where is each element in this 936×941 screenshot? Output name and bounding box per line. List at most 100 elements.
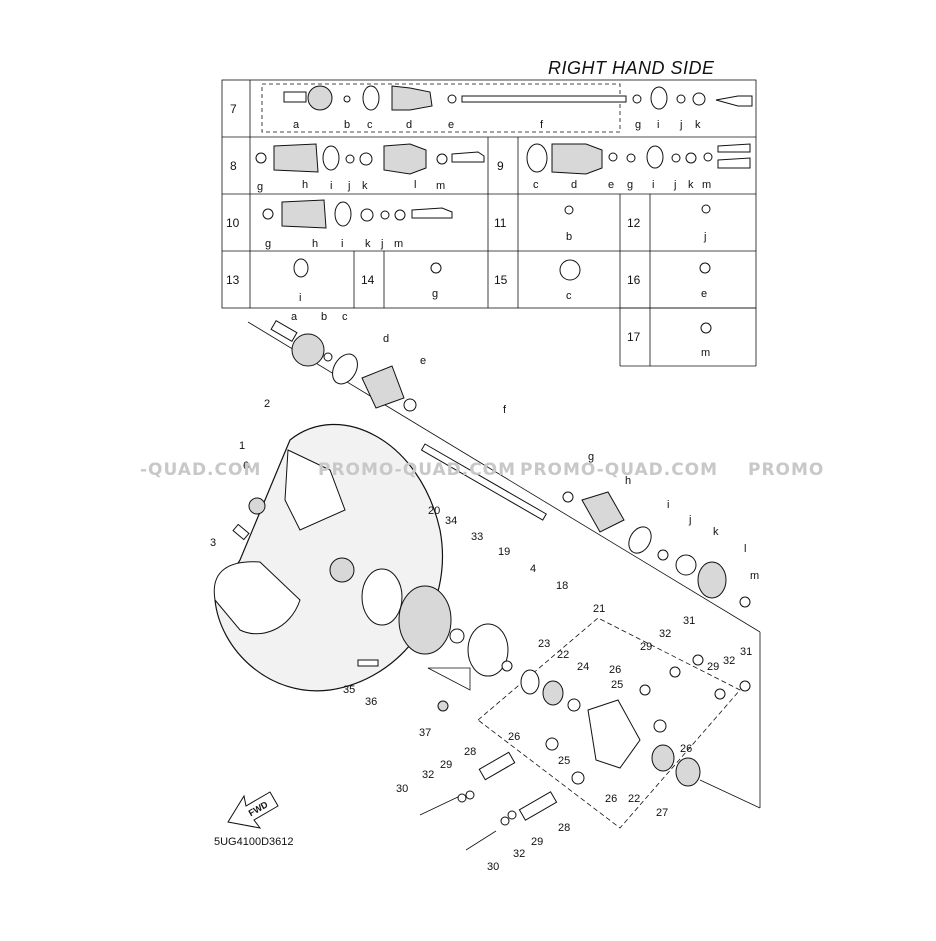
svg-text:6: 6 [243,460,249,472]
svg-text:32: 32 [659,628,671,640]
svg-text:29: 29 [707,661,719,673]
svg-text:18: 18 [556,580,568,592]
svg-text:36: 36 [365,696,377,708]
svg-text:22: 22 [557,649,569,661]
svg-text:30: 30 [487,861,499,873]
svg-text:e: e [701,288,707,300]
svg-text:32: 32 [422,769,434,781]
svg-text:1: 1 [239,440,245,452]
svg-text:g: g [432,288,438,300]
svg-text:i: i [299,292,301,304]
svg-text:k: k [713,526,719,538]
svg-text:32: 32 [723,655,735,667]
svg-text:f: f [540,119,544,131]
svg-text:c: c [342,311,348,323]
svg-text:26: 26 [680,743,692,755]
kit-10-parts: g h i k j m [262,199,453,250]
svg-text:23: 23 [538,638,550,650]
watermark-2: PROMO-QUAD.COM [520,460,719,480]
svg-text:i: i [652,179,654,191]
kit-table [221,79,757,367]
page-title: RIGHT HAND SIDE [548,58,715,78]
svg-text:d: d [571,179,577,191]
kit-7-parts: a b c d e f g i j k [283,85,753,131]
watermark-1: PROMO-QUAD.COM [318,460,517,480]
svg-text:f: f [503,404,507,416]
svg-text:g: g [265,238,271,250]
svg-text:26: 26 [609,664,621,676]
svg-text:a: a [291,311,298,323]
callouts: 1 2 3 4 6 18 19 20 21 22 23 24 25 26 26 … [210,398,752,873]
watermark-fragment-left: -QUAD.COM [140,460,262,480]
svg-text:20: 20 [428,505,440,517]
svg-text:h: h [302,179,308,191]
svg-text:b: b [566,231,572,243]
kit-10-number: 10 [226,216,240,230]
kit-14-number: 14 [361,273,375,287]
kit-16-number: 16 [627,273,641,287]
svg-text:k: k [688,179,694,191]
svg-text:c: c [367,119,373,131]
svg-text:j: j [688,514,691,526]
svg-text:k: k [365,238,371,250]
svg-text:c: c [566,290,572,302]
svg-text:j: j [673,179,676,191]
svg-text:m: m [702,179,711,191]
svg-text:a: a [293,119,300,131]
kit-8-number: 8 [230,159,237,173]
kit-17-number: 17 [627,330,641,344]
kit-7-number: 7 [230,102,237,116]
svg-text:h: h [625,475,631,487]
svg-text:j: j [679,119,682,131]
svg-text:j: j [703,231,706,243]
svg-text:31: 31 [740,646,752,658]
svg-text:e: e [420,355,426,367]
svg-text:35: 35 [343,684,355,696]
svg-text:b: b [344,119,350,131]
svg-text:22: 22 [628,793,640,805]
svg-text:j: j [380,238,383,250]
svg-text:g: g [635,119,641,131]
svg-text:g: g [627,179,633,191]
kit-9-parts: c d e g i j k m [526,143,751,191]
wheel-assembly [213,423,513,712]
svg-text:25: 25 [558,755,570,767]
svg-text:l: l [414,179,416,191]
svg-text:26: 26 [605,793,617,805]
svg-text:32: 32 [513,848,525,860]
svg-text:i: i [667,499,669,511]
svg-text:19: 19 [498,546,510,558]
svg-text:i: i [657,119,659,131]
kit-numbers: 7 8 9 10 11 12 13 14 15 16 17 [226,102,641,344]
kit-8-parts: g h i j k l m [255,143,485,193]
svg-text:j: j [347,180,350,192]
svg-text:21: 21 [593,603,605,615]
kit-9-number: 9 [497,159,504,173]
fwd-arrow: FWD [227,791,279,829]
svg-text:i: i [341,238,343,250]
svg-text:e: e [448,119,454,131]
svg-text:33: 33 [471,531,483,543]
svg-text:m: m [394,238,403,250]
svg-text:m: m [436,180,445,192]
kit-13-number: 13 [226,273,240,287]
svg-text:2: 2 [264,398,270,410]
svg-text:l: l [744,543,746,555]
svg-text:3: 3 [210,537,216,549]
svg-text:28: 28 [464,746,476,758]
svg-text:29: 29 [640,641,652,653]
svg-text:k: k [362,180,368,192]
svg-text:d: d [406,119,412,131]
svg-text:d: d [383,333,389,345]
svg-text:28: 28 [558,822,570,834]
kit-11-number: 11 [494,216,507,230]
knuckle-assembly [419,617,751,851]
svg-text:26: 26 [508,731,520,743]
svg-text:37: 37 [419,727,431,739]
svg-text:29: 29 [440,759,452,771]
svg-text:h: h [312,238,318,250]
svg-text:m: m [701,347,710,359]
kit-12-number: 12 [627,216,641,230]
